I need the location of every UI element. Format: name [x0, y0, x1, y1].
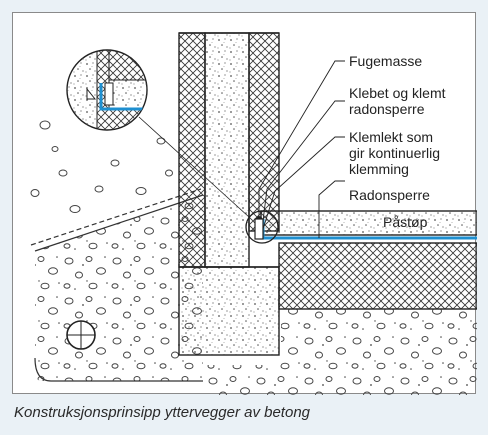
- wall-outer-insulation: [248, 32, 280, 232]
- leader-lines: [258, 60, 345, 238]
- label-glued-clamped-line-2: radonsperre: [349, 101, 425, 117]
- wall-concrete-core: [204, 32, 250, 268]
- wall-inner-insulation: [178, 32, 206, 268]
- clamping-strip: [254, 218, 264, 240]
- label-clamping-strip-line-3: klemming: [349, 161, 409, 177]
- figure-caption: Konstruksjonsprinsipp yttervegger av bet…: [14, 404, 311, 421]
- label-clamping-strip-line-1: Klemlekt som: [349, 129, 434, 145]
- ground-below-slab: [281, 309, 477, 395]
- floor-topping: [260, 210, 477, 236]
- label-glued-clamped-line-1: Klebet og klemt: [349, 85, 446, 101]
- construction-diagram: [30, 32, 477, 395]
- label-radon-barrier: Radonsperre: [349, 187, 430, 203]
- label-sealant: Fugemasse: [349, 53, 423, 69]
- slab-insulation: [278, 242, 477, 310]
- loose-stones: [30, 120, 173, 213]
- label-clamping-strip-line-2: gir kontinuerlig: [349, 145, 441, 161]
- detail-marker-circle: [245, 210, 279, 244]
- label-topping: Påstøp: [383, 214, 428, 230]
- magnified-detail: [66, 49, 148, 131]
- foundation-footing: [178, 266, 280, 356]
- figure-frame: Fugemasse Klebet og klemt radonsperre Kl…: [12, 12, 477, 395]
